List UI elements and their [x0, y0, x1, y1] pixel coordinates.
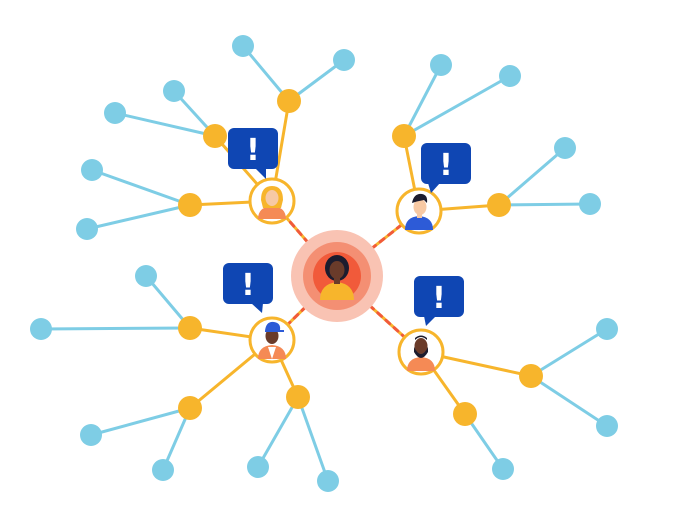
hub-node [487, 193, 511, 217]
outer-node [596, 318, 618, 340]
hub-node [203, 124, 227, 148]
outer-edge [497, 202, 592, 207]
exclamation-icon: ! [241, 268, 255, 303]
outer-node [76, 218, 98, 240]
alert-bubble: ! [228, 128, 278, 179]
contact-person-bottom-right: ! [397, 276, 464, 376]
outer-node [333, 49, 355, 71]
hub-node [392, 124, 416, 148]
outer-edge [296, 395, 330, 483]
outer-node [492, 458, 514, 480]
exclamation-icon: ! [432, 281, 446, 316]
outer-node [317, 470, 339, 492]
contact-person-bottom-left: ! [223, 263, 296, 364]
hub-node [453, 402, 477, 426]
outer-node [135, 265, 157, 287]
man-bearded-avatar [407, 335, 435, 371]
outer-edge [497, 146, 567, 207]
outer-edge [256, 395, 300, 469]
outer-edge [529, 327, 609, 378]
central-person [291, 230, 383, 322]
woman-orange-hair-avatar [258, 186, 286, 219]
outer-node [163, 80, 185, 102]
hub-node [286, 385, 310, 409]
outer-node [80, 424, 102, 446]
outer-node [554, 137, 576, 159]
outer-node [30, 318, 52, 340]
outer-node [579, 193, 601, 215]
outer-node [104, 102, 126, 124]
hub-node [519, 364, 543, 388]
hub-node [178, 396, 202, 420]
man-blue-shirt-avatar [405, 193, 433, 230]
outer-edge [89, 406, 192, 437]
outer-node [596, 415, 618, 437]
woman-dark-hair-avatar [320, 255, 354, 300]
hub-node [277, 89, 301, 113]
outer-node [232, 35, 254, 57]
outer-edge [90, 168, 192, 207]
man-blue-cap-avatar [258, 321, 286, 359]
exclamation-icon: ! [439, 148, 453, 183]
alert-bubble: ! [414, 276, 464, 326]
outer-nodes [30, 35, 618, 492]
outer-node [430, 54, 452, 76]
outer-node [499, 65, 521, 87]
exclamation-icon: ! [246, 133, 260, 168]
alert-bubble: ! [421, 143, 471, 193]
hub-node [178, 316, 202, 340]
outer-edge [402, 74, 512, 138]
contact-person-top-right: ! [395, 143, 471, 235]
outer-edge [39, 326, 192, 331]
hub-nodes [178, 89, 543, 426]
outer-edge [113, 111, 217, 138]
outer-node [81, 159, 103, 181]
outer-edge [402, 63, 443, 138]
outer-edge [85, 203, 192, 231]
contact-person-top-left: ! [228, 128, 296, 225]
outer-node [152, 459, 174, 481]
alert-bubble: ! [223, 263, 273, 313]
outer-node [247, 456, 269, 478]
hub-node [178, 193, 202, 217]
outer-edge [529, 374, 609, 428]
